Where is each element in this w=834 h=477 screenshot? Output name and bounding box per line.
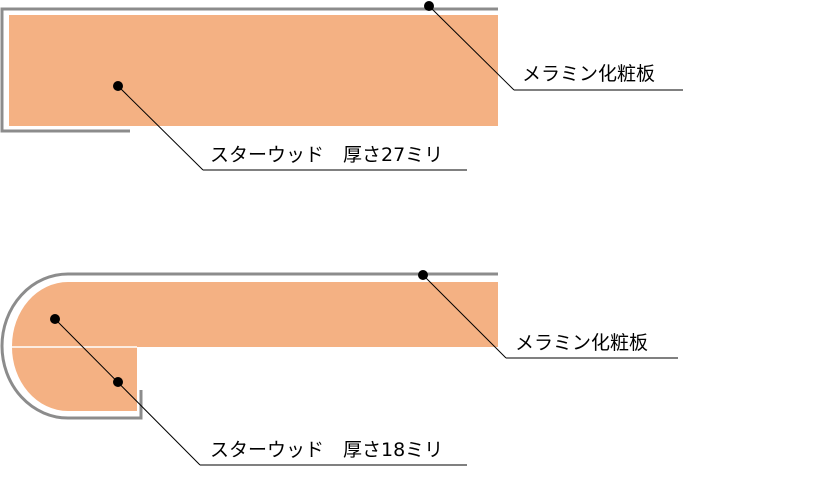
top-starwood-label: スターウッド 厚さ27ミリ bbox=[210, 144, 443, 166]
top-board-section bbox=[0, 7, 498, 133]
bottom-board-section bbox=[0, 272, 498, 420]
bottom-melamine-label: メラミン化粧板 bbox=[515, 332, 648, 354]
bottom-starwood-callout: スターウッド 厚さ18ミリ bbox=[50, 314, 467, 466]
bottom-board-body bbox=[11, 282, 498, 412]
top-melamine-callout: メラミン化粧板 bbox=[424, 1, 683, 91]
top-board-body bbox=[9, 15, 498, 126]
top-starwood-callout: スターウッド 厚さ27ミリ bbox=[113, 81, 467, 171]
top-laminate-outline bbox=[0, 7, 498, 133]
bottom-laminate-outline bbox=[0, 272, 498, 420]
bottom-melamine-callout: メラミン化粧板 bbox=[418, 270, 678, 359]
bottom-starwood-label: スターウッド 厚さ18ミリ bbox=[210, 439, 443, 461]
top-melamine-label: メラミン化粧板 bbox=[522, 63, 655, 85]
